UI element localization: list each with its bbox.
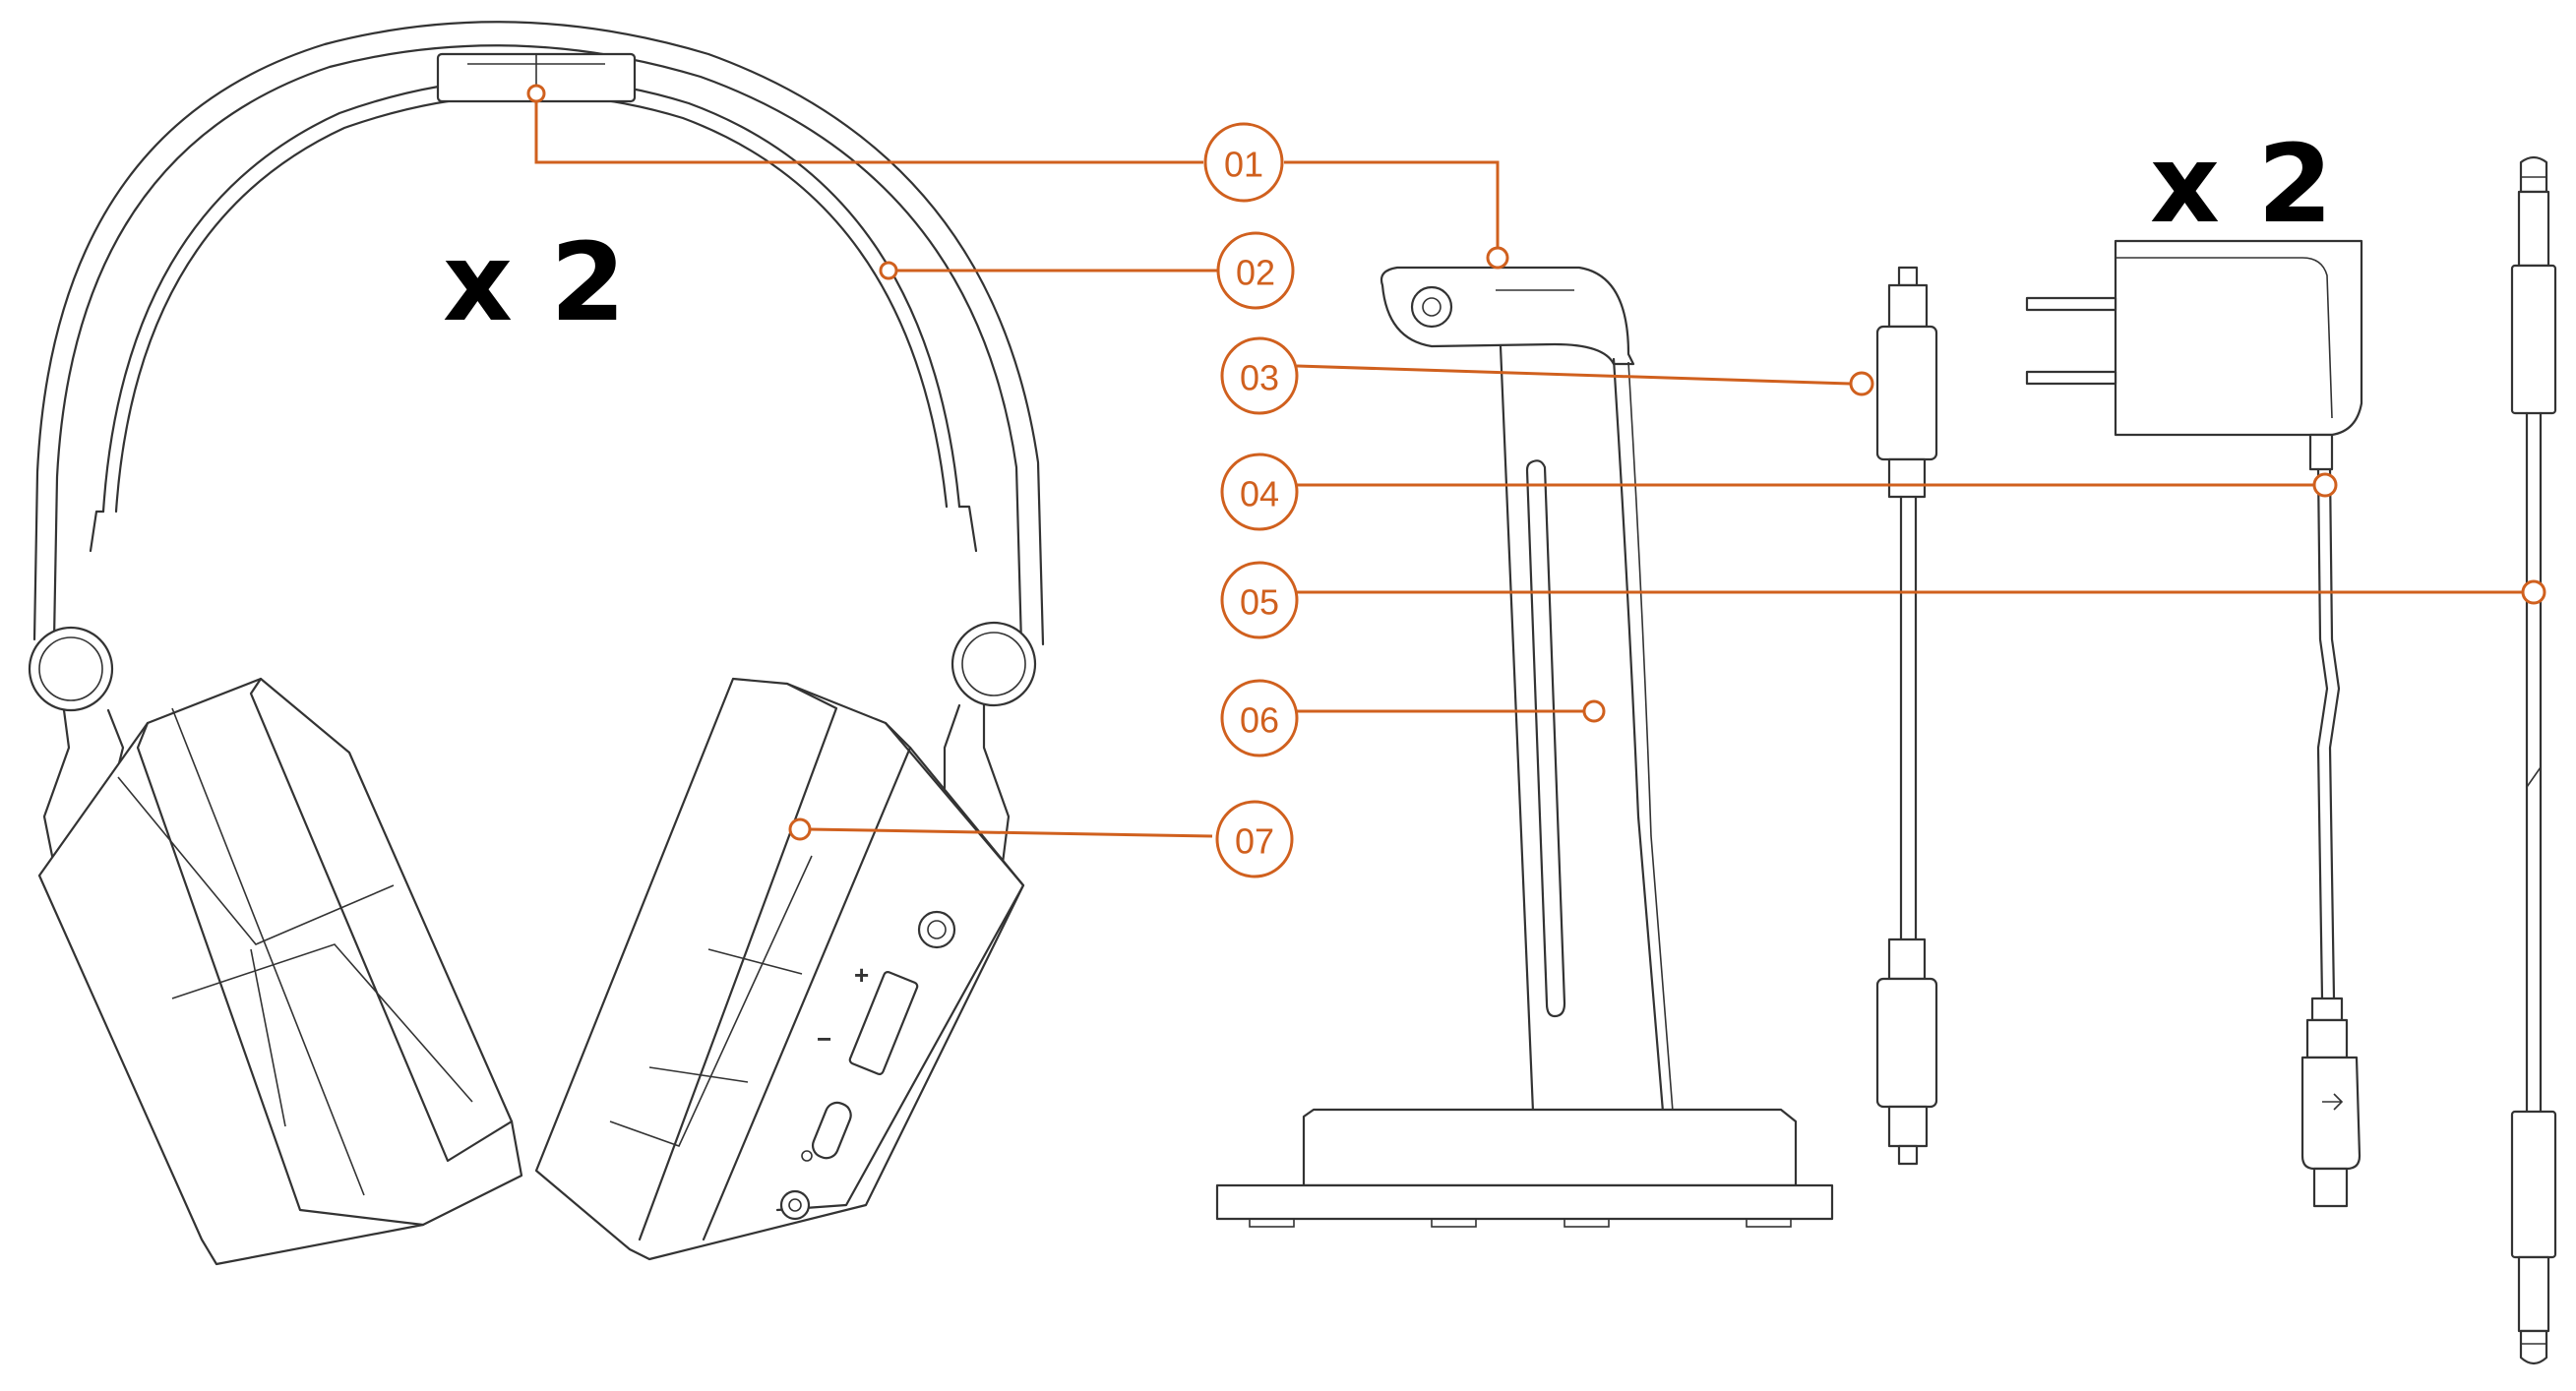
earcup-left [37,677,523,1266]
optical-plug-bottom [1875,977,1938,1109]
callout-02: 02 [1216,231,1295,310]
headphones: + − [28,21,1045,1266]
leader-07-dot [788,817,812,841]
callout-04: 04 [1220,453,1299,531]
earcup-right: + − [534,677,1025,1261]
stand-base-plate [1215,1183,1834,1221]
leader-03 [1296,364,1851,386]
charging-stand [1215,266,1834,1228]
adapter-cable-left [2316,467,2329,1000]
stand-base-top [1302,1108,1798,1187]
aux-plug-bottom-tip [2519,1329,2548,1365]
usb-port [811,1101,852,1160]
led-indicator [801,1150,813,1162]
callout-bubbles: 01 02 03 04 05 06 07 [1203,122,1299,878]
adapter-prong-bottom [2025,370,2117,386]
callout-06-label: 06 [1240,700,1279,741]
adapter-quantity: x 2 [2150,121,2333,247]
hinge-left [28,626,114,712]
volume-minus-mark: − [817,1024,831,1054]
usb-plug-housing [2300,1056,2361,1171]
leader-04-dot [2312,472,2338,498]
leader-06-dot [1582,699,1606,723]
callout-leaders [526,84,2546,841]
leader-05-dot [2521,579,2546,605]
leader-01-right [1284,160,1500,251]
leader-07 [808,827,1213,838]
hinge-left-inner [38,636,103,701]
aux-cable [2510,155,2557,1365]
usb-icon [2322,1093,2344,1111]
stand-post-front [1499,344,1535,1114]
volume-rocker[interactable] [848,971,919,1075]
volume-plus-mark: + [854,960,869,990]
audio-jack-port [779,1189,811,1221]
headband-outer [32,21,1045,646]
callout-05: 05 [1220,561,1299,639]
optical-plug-top [1875,325,1938,461]
stand-post-back [1612,357,1665,1114]
callout-01: 01 [1203,122,1284,203]
aux-plug-top-tip [2519,155,2548,194]
headband-outer-inner-edge [52,44,1023,646]
power-button-icon[interactable] [917,910,956,949]
leader-01-dot-stand [1486,246,1509,270]
aux-plug-bottom-housing [2510,1110,2557,1259]
stand-indicator-icon [1410,285,1453,329]
callout-05-label: 05 [1240,582,1279,623]
leader-01-dot-headband [526,84,546,103]
callout-01-label: 01 [1224,145,1263,185]
aux-plug-top-housing [2510,264,2557,415]
adapter-prong-top [2025,296,2117,312]
headband-end-left [89,510,105,553]
usb-plug-tip [2312,1167,2349,1208]
callout-07: 07 [1215,800,1294,878]
callout-03: 03 [1220,336,1299,415]
leader-02-dot [879,261,898,280]
callout-06: 06 [1220,679,1299,757]
callout-07-label: 07 [1235,821,1274,862]
optical-cable [1875,266,1938,1166]
leader-01-left [534,93,1203,164]
leader-03-dot [1849,371,1874,396]
headset-quantity: x 2 [443,219,626,345]
callout-04-label: 04 [1240,474,1279,514]
power-adapter [2025,239,2363,1208]
callout-02-label: 02 [1236,253,1275,293]
callout-03-label: 03 [1240,358,1279,398]
stand-slot [1525,459,1566,1018]
adapter-cable-right [2328,467,2341,1000]
control-panel [775,746,1025,1212]
headband-end-right [957,505,978,553]
hinge-right [951,621,1037,707]
hinge-right-inner [961,632,1026,696]
